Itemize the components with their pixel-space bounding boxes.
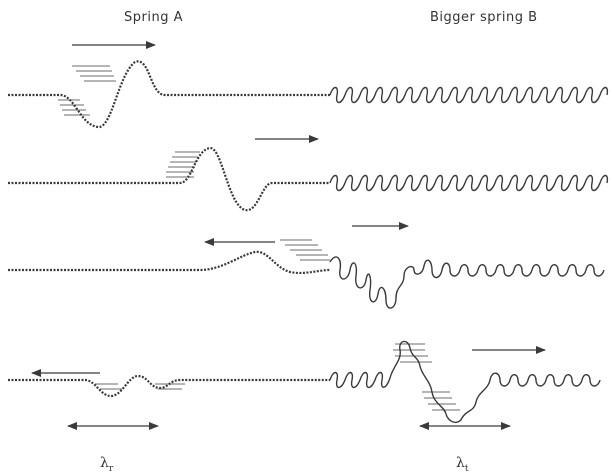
- spring-a-row-2: [8, 148, 330, 210]
- lambda-r-subscript: r: [109, 464, 113, 474]
- spring-a-row-3: [8, 252, 330, 273]
- row-3: [8, 226, 604, 308]
- hatching-row-4-b: [393, 344, 460, 410]
- lambda-r-label: λr: [100, 455, 113, 474]
- spring-a-label: Spring A: [124, 10, 183, 25]
- lambda-t-symbol: λ: [456, 455, 465, 471]
- spring-a-row-4: [8, 376, 330, 396]
- spring-b-row-4: [330, 341, 600, 422]
- hatching-row-3: [280, 240, 330, 260]
- spring-a-row-1: [8, 61, 330, 127]
- spring-b-row-3: [330, 257, 604, 308]
- spring-b-row-1: [330, 88, 607, 103]
- hatching-row-4-a: [95, 384, 185, 389]
- lambda-t-subscript: t: [465, 464, 469, 474]
- row-2: [8, 139, 607, 210]
- spring-b-row-2: [330, 176, 607, 191]
- spring-b-label: Bigger spring B: [430, 10, 538, 25]
- lambda-t-label: λt: [456, 455, 469, 474]
- row-4: [8, 341, 600, 422]
- hatching-row-1: [58, 66, 116, 115]
- lambda-r-symbol: λ: [100, 455, 109, 471]
- row-1: [8, 45, 607, 127]
